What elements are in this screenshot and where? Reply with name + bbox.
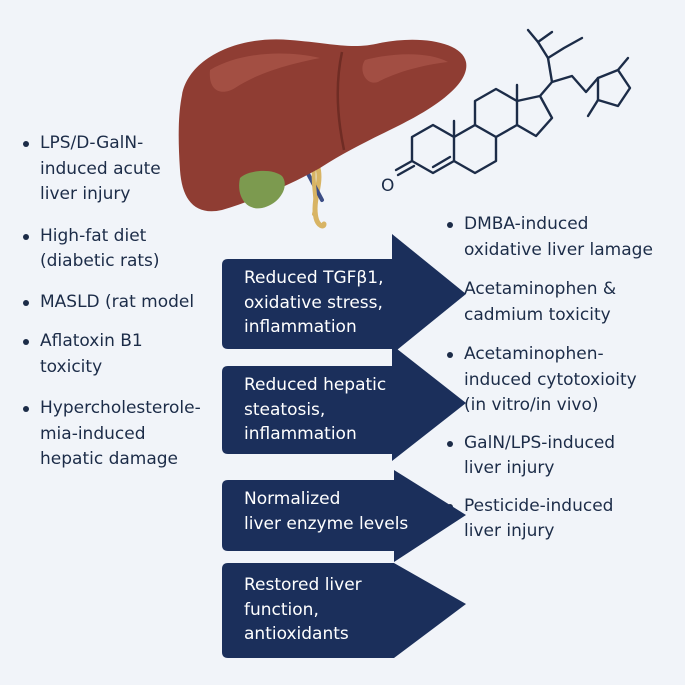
left-study-list: LPS/D-GalN- induced acute liver injury H… (22, 131, 252, 473)
bullet-icon (447, 222, 453, 228)
list-item-text: Acetaminophen- induced cytotoxioity (in … (464, 344, 637, 415)
bullet-icon (447, 352, 453, 358)
list-item: Acetaminophen & cadmium toxicity (446, 277, 682, 328)
bullet-icon (23, 406, 29, 412)
list-item-text: Acetaminophen & cadmium toxicity (464, 279, 617, 325)
list-item: MASLD (rat model (22, 290, 252, 316)
bullet-icon (23, 141, 29, 147)
list-item: DMBA-induced oxidative liver lamage (446, 212, 682, 263)
list-item: Aflatoxin B1 toxicity (22, 329, 252, 380)
list-item-text: Aflatoxin B1 toxicity (40, 331, 143, 377)
arrow-shape-icon (222, 345, 466, 461)
list-item-text: DMBA-induced oxidative liver lamage (464, 214, 653, 260)
list-item: Pesticide-induced liver injury (446, 494, 682, 545)
effect-arrow: Normalized liver enzyme levels (222, 470, 466, 562)
arrow-shape-icon (222, 470, 466, 562)
effect-arrow: Restored liver function, antioxidants (222, 563, 466, 658)
bullet-icon (23, 233, 29, 240)
list-item: GalN/LPS-induced liver injury (446, 431, 682, 482)
list-item: LPS/D-GalN- induced acute liver injury (22, 131, 252, 208)
bullet-icon (23, 339, 29, 345)
effect-arrow: Reduced hepatic steatosis, inflammation (222, 343, 466, 461)
list-item-text: Hypercholesterole- mia-induced hepatic d… (40, 398, 201, 469)
list-item: Hypercholesterole- mia-induced hepatic d… (22, 396, 252, 473)
arrow-shape-icon (222, 234, 466, 354)
list-item-text: MASLD (rat model (40, 291, 195, 312)
list-item-text: LPS/D-GalN- induced acute liver injury (40, 133, 161, 204)
bullet-icon (447, 440, 453, 447)
right-study-list: DMBA-induced oxidative liver lamage Acet… (446, 212, 682, 545)
arrow-label: Normalized liver enzyme levels (244, 489, 409, 534)
effect-arrow: Reduced TGFβ1, oxidative stress, inflamm… (222, 234, 466, 354)
steroid-molecule-icon (394, 28, 632, 177)
liver-icon (178, 39, 467, 229)
arrow-label: Reduced hepatic steatosis, inflammation (244, 375, 387, 444)
arrow-label: Restored liver function, antioxidants (244, 575, 362, 644)
bullet-icon (23, 299, 29, 306)
list-item-text: High-fat diet (diabetic rats) (40, 225, 160, 272)
list-item: Acetaminophen- induced cytotoxioity (in … (446, 342, 682, 419)
arrow-label: Reduced TGFβ1, oxidative stress, inflamm… (244, 268, 384, 337)
ketone-label: O (381, 176, 394, 196)
list-item: High-fat diet (diabetic rats) (22, 224, 252, 275)
list-item-text: Pesticide-induced liver injury (464, 495, 614, 542)
arrow-shape-icon (222, 563, 466, 658)
list-item-text: GalN/LPS-induced liver injury (464, 432, 616, 479)
